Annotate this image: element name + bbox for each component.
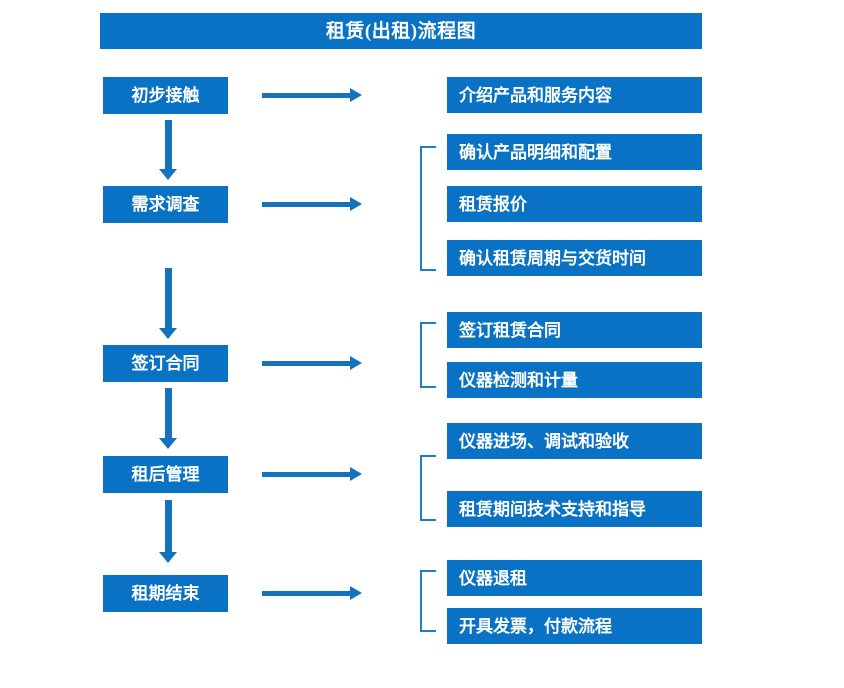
arrow-head (159, 169, 177, 180)
arrow-shaft (165, 500, 172, 552)
arrow-down-stage-1-to-2 (159, 120, 177, 180)
process-box-stage-3[interactable]: 签订合同 (103, 345, 228, 382)
detail-box-label: 仪器检测和计量 (459, 370, 578, 390)
arrow-head (350, 197, 362, 211)
arrow-head (350, 467, 362, 481)
arrow-right-stage-3 (262, 356, 362, 370)
group-bracket-stage-3 (420, 322, 436, 388)
group-bracket-stage-2 (420, 146, 436, 271)
detail-box-2-3[interactable]: 确认租赁周期与交货时间 (447, 240, 702, 276)
detail-box-5-1[interactable]: 仪器退租 (447, 560, 702, 596)
detail-box-2-2[interactable]: 租赁报价 (447, 186, 702, 222)
detail-box-label: 开具发票，付款流程 (459, 616, 612, 636)
arrow-right-stage-2 (262, 197, 362, 211)
detail-box-4-1[interactable]: 仪器进场、调试和验收 (447, 423, 702, 459)
arrow-right-stage-5 (262, 586, 362, 600)
detail-box-label: 签订租赁合同 (459, 320, 561, 340)
detail-box-3-1[interactable]: 签订租赁合同 (447, 312, 702, 348)
arrow-right-stage-4 (262, 467, 362, 481)
arrow-shaft (165, 268, 172, 328)
arrow-head (159, 438, 177, 449)
detail-box-2-1[interactable]: 确认产品明细和配置 (447, 134, 702, 170)
detail-box-label: 介绍产品和服务内容 (459, 85, 612, 105)
detail-box-4-2[interactable]: 租赁期间技术支持和指导 (447, 491, 702, 527)
arrow-shaft (262, 361, 352, 366)
arrow-head (159, 552, 177, 563)
arrow-right-stage-1 (262, 88, 362, 102)
group-bracket-stage-4 (420, 455, 436, 521)
detail-box-label: 租赁报价 (459, 194, 527, 214)
detail-box-label: 仪器进场、调试和验收 (459, 431, 629, 451)
detail-box-label: 确认租赁周期与交货时间 (459, 248, 646, 268)
arrow-shaft (262, 202, 352, 207)
process-box-label: 初步接触 (131, 86, 200, 105)
arrow-head (350, 356, 362, 370)
arrow-head (159, 328, 177, 339)
arrow-shaft (262, 472, 352, 477)
detail-box-label: 仪器退租 (459, 568, 527, 588)
arrow-head (350, 88, 362, 102)
arrow-shaft (262, 93, 352, 98)
diagram-title-bar: 租赁(出租)流程图 (100, 13, 702, 49)
arrow-shaft (165, 388, 172, 438)
process-box-stage-5[interactable]: 租期结束 (103, 575, 228, 612)
process-box-label: 租期结束 (131, 584, 200, 603)
process-box-stage-2[interactable]: 需求调查 (103, 186, 228, 223)
arrow-head (350, 586, 362, 600)
detail-box-label: 租赁期间技术支持和指导 (459, 499, 646, 519)
process-box-label: 签订合同 (131, 354, 200, 373)
arrow-down-stage-4-to-5 (159, 500, 177, 570)
detail-box-5-2[interactable]: 开具发票，付款流程 (447, 608, 702, 644)
arrow-down-stage-2-to-3 (159, 268, 177, 346)
process-box-stage-4[interactable]: 租后管理 (103, 456, 228, 493)
detail-box-1-1[interactable]: 介绍产品和服务内容 (447, 77, 702, 113)
detail-box-label: 确认产品明细和配置 (459, 142, 612, 162)
process-box-stage-1[interactable]: 初步接触 (103, 77, 228, 114)
arrow-shaft (165, 120, 172, 169)
arrow-shaft (262, 591, 352, 596)
arrow-down-stage-3-to-4 (159, 388, 177, 456)
process-box-label: 租后管理 (131, 465, 200, 484)
detail-box-3-2[interactable]: 仪器检测和计量 (447, 362, 702, 398)
diagram-title: 租赁(出租)流程图 (325, 20, 477, 42)
process-box-label: 需求调查 (131, 195, 200, 214)
group-bracket-stage-5 (420, 570, 436, 632)
